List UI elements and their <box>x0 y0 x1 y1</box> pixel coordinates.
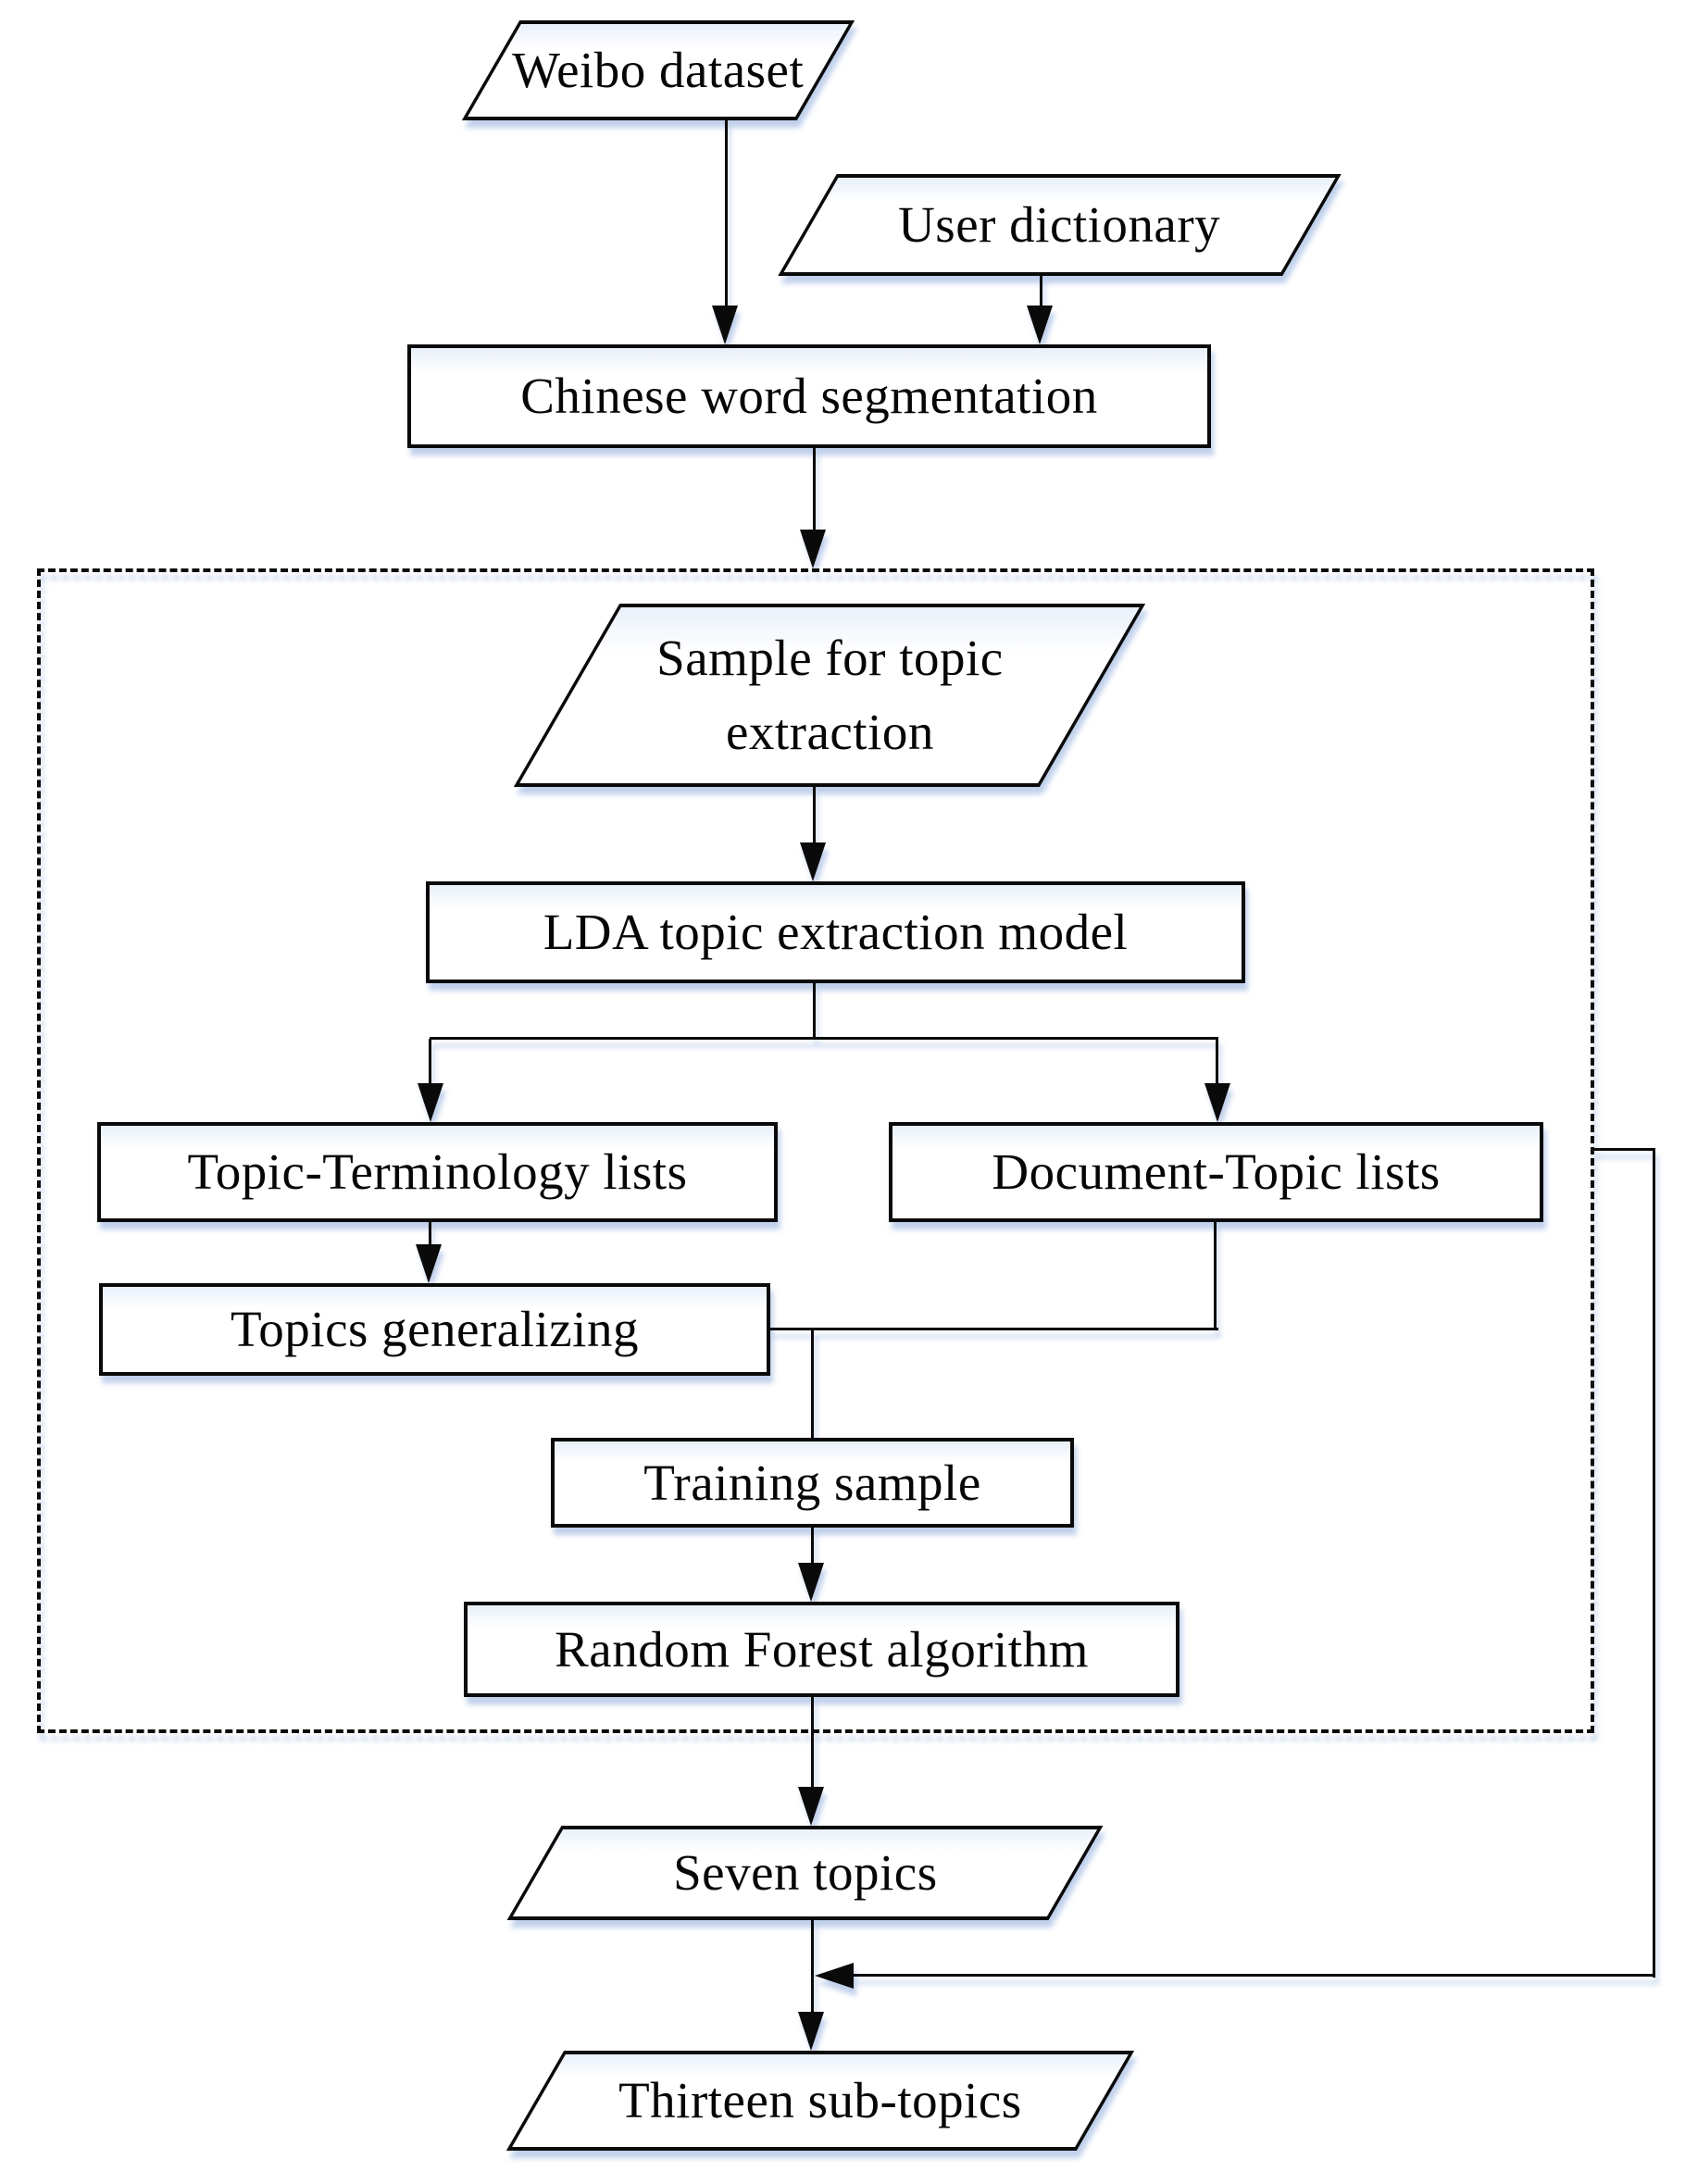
arrowhead-into-topic-terminology <box>418 1083 443 1122</box>
arrowhead-into-segmentation-right <box>1027 306 1053 344</box>
node-random-forest-algorithm: Random Forest algorithm <box>464 1602 1180 1697</box>
connector-split-left-drop <box>429 1039 431 1089</box>
node-topics-generalizing: Topics generalizing <box>99 1283 770 1376</box>
node-chinese-word-segmentation-label: Chinese word segmentation <box>520 368 1098 425</box>
connector-merge-horizontal <box>770 1328 1218 1330</box>
node-topic-terminology-lists-label: Topic-Terminology lists <box>187 1143 688 1201</box>
node-sample-for-topic-extraction-label: Sample for topic extraction <box>655 630 1004 760</box>
node-chinese-word-segmentation: Chinese word segmentation <box>407 344 1211 448</box>
node-document-topic-lists-label: Document-Topic lists <box>992 1143 1441 1201</box>
dashed-module-boundary <box>37 568 1594 1733</box>
connector-weibo-to-segmentation <box>725 120 728 309</box>
node-topics-generalizing-label: Topics generalizing <box>231 1301 639 1358</box>
node-weibo-dataset: Weibo dataset <box>461 20 855 120</box>
node-weibo-dataset-label: Weibo dataset <box>512 42 805 99</box>
node-random-forest-algorithm-label: Random Forest algorithm <box>555 1620 1089 1678</box>
arrowhead-into-module <box>800 530 826 568</box>
arrowhead-into-lda <box>800 842 826 881</box>
connector-forest-to-seven-topics <box>811 1697 814 1791</box>
node-training-sample: Training sample <box>551 1438 1074 1528</box>
connector-userdict-to-segmentation <box>1040 276 1042 309</box>
node-user-dictionary: User dictionary <box>778 174 1342 276</box>
connector-seven-to-thirteen <box>811 1920 814 2016</box>
node-thirteen-sub-topics: Thirteen sub-topics <box>506 2051 1135 2151</box>
node-training-sample-label: Training sample <box>643 1454 981 1511</box>
arrowhead-into-segmentation-left <box>712 306 738 344</box>
arrowhead-into-seven-topics <box>798 1787 824 1826</box>
connector-training-to-forest <box>811 1528 814 1566</box>
node-topic-terminology-lists: Topic-Terminology lists <box>97 1122 778 1222</box>
connector-terminology-to-generalizing <box>429 1222 431 1250</box>
connector-document-topic-down <box>1214 1222 1217 1330</box>
arrowhead-bypass-merge <box>815 1963 854 1989</box>
arrowhead-into-thirteen-subtopics <box>798 2012 824 2051</box>
node-thirteen-sub-topics-label: Thirteen sub-topics <box>618 2072 1022 2129</box>
connector-bypass-return <box>848 1974 1655 1977</box>
connector-split-right-drop <box>1216 1039 1218 1089</box>
arrowhead-into-random-forest <box>798 1563 824 1602</box>
node-document-topic-lists: Document-Topic lists <box>889 1122 1543 1222</box>
arrowhead-into-topics-generalizing <box>416 1244 442 1283</box>
node-user-dictionary-label: User dictionary <box>898 196 1221 254</box>
arrowhead-into-document-topic <box>1204 1083 1230 1122</box>
node-seven-topics-label: Seven topics <box>672 1844 938 1902</box>
connector-bypass-exit <box>1594 1148 1655 1151</box>
node-lda-topic-extraction-model: LDA topic extraction model <box>426 881 1245 983</box>
connector-sample-to-lda <box>813 787 816 846</box>
connector-lda-down <box>813 983 816 1040</box>
connector-bypass-vertical <box>1653 1148 1655 1978</box>
connector-into-training-sample <box>811 1328 814 1441</box>
node-lda-topic-extraction-model-label: LDA topic extraction model <box>543 904 1129 961</box>
node-sample-for-topic-extraction: Sample for topic extraction <box>513 604 1146 787</box>
node-seven-topics: Seven topics <box>506 1826 1104 1920</box>
connector-split-horizontal <box>430 1037 1218 1040</box>
connector-segmentation-to-module <box>813 448 816 531</box>
